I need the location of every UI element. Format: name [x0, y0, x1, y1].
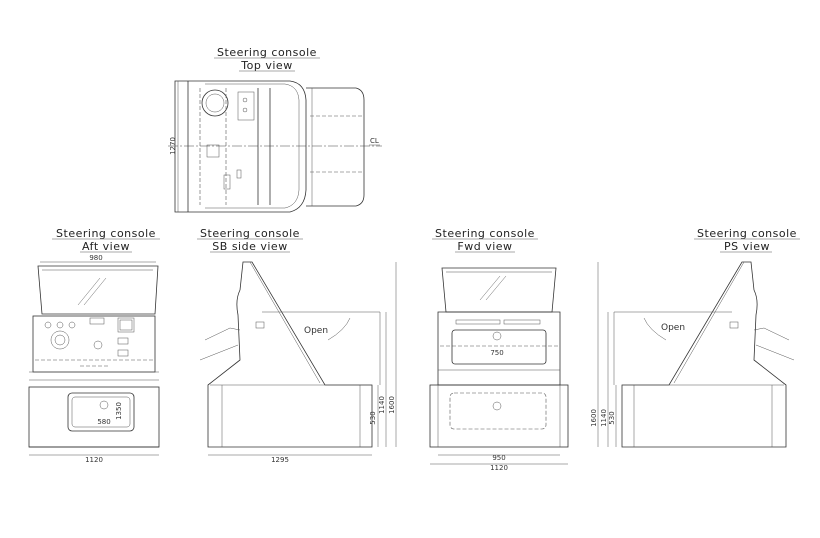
aft-view-subtitle: Aft view [82, 240, 130, 253]
ps-height-1600-dimension: 1600 [590, 409, 598, 427]
sb-open-label: Open [304, 326, 328, 336]
aft-top-width-dimension: 980 [89, 254, 102, 262]
sb-height-1140-dimension: 1140 [378, 396, 386, 414]
ps-view-title: Steering console [697, 227, 797, 240]
aft-panel-height-dimension: 1350 [115, 402, 123, 420]
sb-side-view: Steering console SB side view Open 530 1… [197, 227, 397, 464]
fwd-base-outer-dimension: 1120 [490, 464, 508, 472]
fwd-window-dimension: 750 [490, 349, 503, 357]
centerline-label: CL [370, 137, 379, 145]
ps-height-530-dimension: 530 [608, 411, 616, 424]
aft-panel-width-dimension: 580 [97, 418, 110, 426]
sb-height-530-dimension: 530 [369, 411, 377, 424]
ps-view-subtitle: PS view [724, 240, 770, 253]
aft-view-title: Steering console [56, 227, 156, 240]
top-depth-dimension: 1270 [169, 137, 177, 155]
fwd-view: Steering console Fwd view 750 950 1120 [429, 227, 569, 472]
aft-bottom-width-dimension: 1120 [85, 456, 103, 464]
top-view-subtitle: Top view [240, 59, 292, 72]
fwd-view-title: Steering console [435, 227, 535, 240]
ps-height-1140-dimension: 1140 [600, 409, 608, 427]
sb-view-subtitle: SB side view [212, 240, 287, 253]
sb-view-title: Steering console [200, 227, 300, 240]
top-view: Steering console Top view CL 1270 [168, 46, 382, 213]
aft-view: Steering console Aft view 980 58 [28, 227, 160, 464]
fwd-base-inner-dimension: 950 [492, 454, 505, 462]
ps-view: Steering console PS view Open 1600 1140 … [590, 227, 800, 448]
sb-depth-dimension: 1295 [271, 456, 289, 464]
fwd-view-subtitle: Fwd view [457, 240, 512, 253]
ps-open-label: Open [661, 323, 685, 333]
sb-height-1600-dimension: 1600 [388, 396, 396, 414]
top-view-title: Steering console [217, 46, 317, 59]
